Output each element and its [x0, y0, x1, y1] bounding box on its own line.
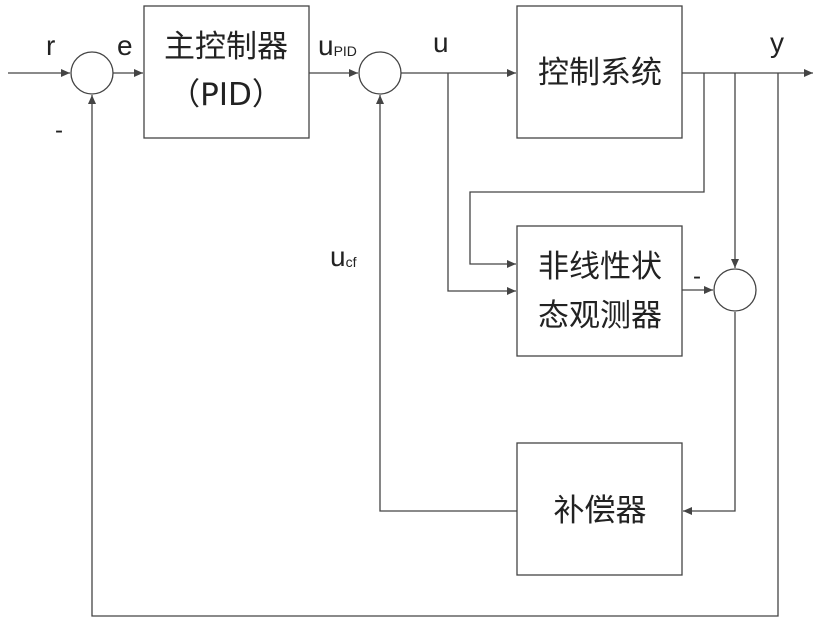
signal-u-cf-label: ucf: [330, 241, 357, 272]
wire-error-to-compensator: [683, 312, 735, 511]
signal-u-cf-sub: cf: [346, 254, 357, 270]
observer-minus-sign: -: [693, 263, 701, 290]
main-controller-label-line1: 主控制器: [164, 29, 288, 65]
signal-u-pid-base: u: [318, 30, 334, 61]
signal-u-cf-base: u: [330, 241, 346, 272]
feedback-minus-sign: -: [55, 117, 63, 144]
summing-junction-3: [714, 269, 756, 311]
signal-e-label: e: [117, 30, 133, 61]
observer-label-line2: 态观测器: [538, 298, 662, 334]
signal-y-label: y: [770, 27, 784, 58]
signal-u-label: u: [433, 27, 449, 58]
signal-u-pid-sub: PID: [334, 43, 357, 59]
observer-block: [517, 226, 682, 356]
observer-label-line1: 非线性状: [538, 249, 662, 285]
main-controller-label-line2: （PID）: [169, 77, 283, 113]
summing-junction-1: [71, 52, 113, 94]
main-controller-block: [144, 6, 309, 138]
control-system-label: 控制系统: [538, 55, 662, 91]
summing-junction-2: [359, 52, 401, 94]
wire-u-to-observer: [448, 73, 516, 291]
compensator-label: 补偿器: [554, 493, 647, 529]
signal-r-label: r: [46, 30, 55, 61]
signal-u-pid-label: uPID: [318, 30, 357, 61]
